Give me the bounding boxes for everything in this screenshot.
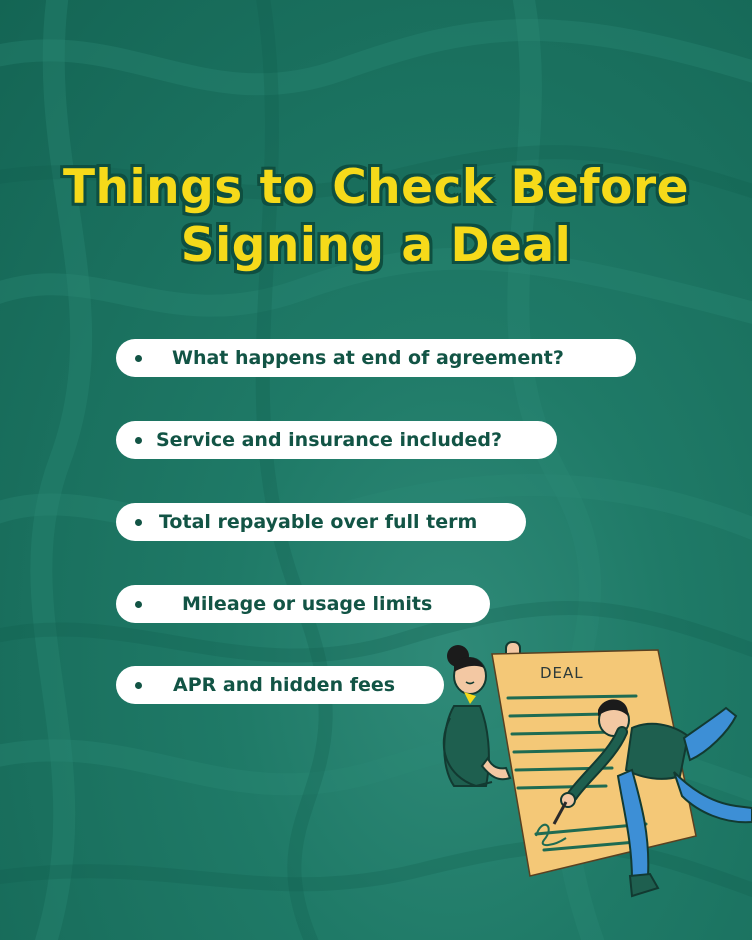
- man-figure: [552, 699, 752, 898]
- page-title: Things to Check Before Signing a Deal: [0, 159, 752, 275]
- bullet-icon: [135, 681, 142, 689]
- deal-signing-illustration: DEAL: [442, 641, 752, 898]
- title-line-1: Things to Check Before: [63, 160, 689, 216]
- checklist-item: What happens at end of agreement?: [116, 339, 636, 377]
- title-line-2: Signing a Deal: [180, 218, 572, 274]
- bullet-icon: [135, 354, 142, 362]
- bullet-icon: [135, 436, 142, 444]
- checklist-item: Total repayable over full term: [116, 503, 526, 541]
- checklist-item-label: Total repayable over full term: [159, 511, 478, 533]
- checklist-item: Service and insurance included?: [116, 421, 557, 459]
- checklist-item-label: Service and insurance included?: [156, 429, 502, 451]
- checklist-item-label: What happens at end of agreement?: [172, 347, 564, 369]
- bullet-icon: [135, 518, 142, 526]
- checklist-item: APR and hidden fees: [116, 666, 444, 704]
- checklist-item-label: APR and hidden fees: [173, 674, 396, 696]
- bullet-icon: [135, 600, 142, 608]
- checklist-item: Mileage or usage limits: [116, 585, 490, 623]
- checklist-item-label: Mileage or usage limits: [182, 593, 433, 615]
- document-label: DEAL: [540, 664, 584, 682]
- woman-figure: [442, 641, 521, 788]
